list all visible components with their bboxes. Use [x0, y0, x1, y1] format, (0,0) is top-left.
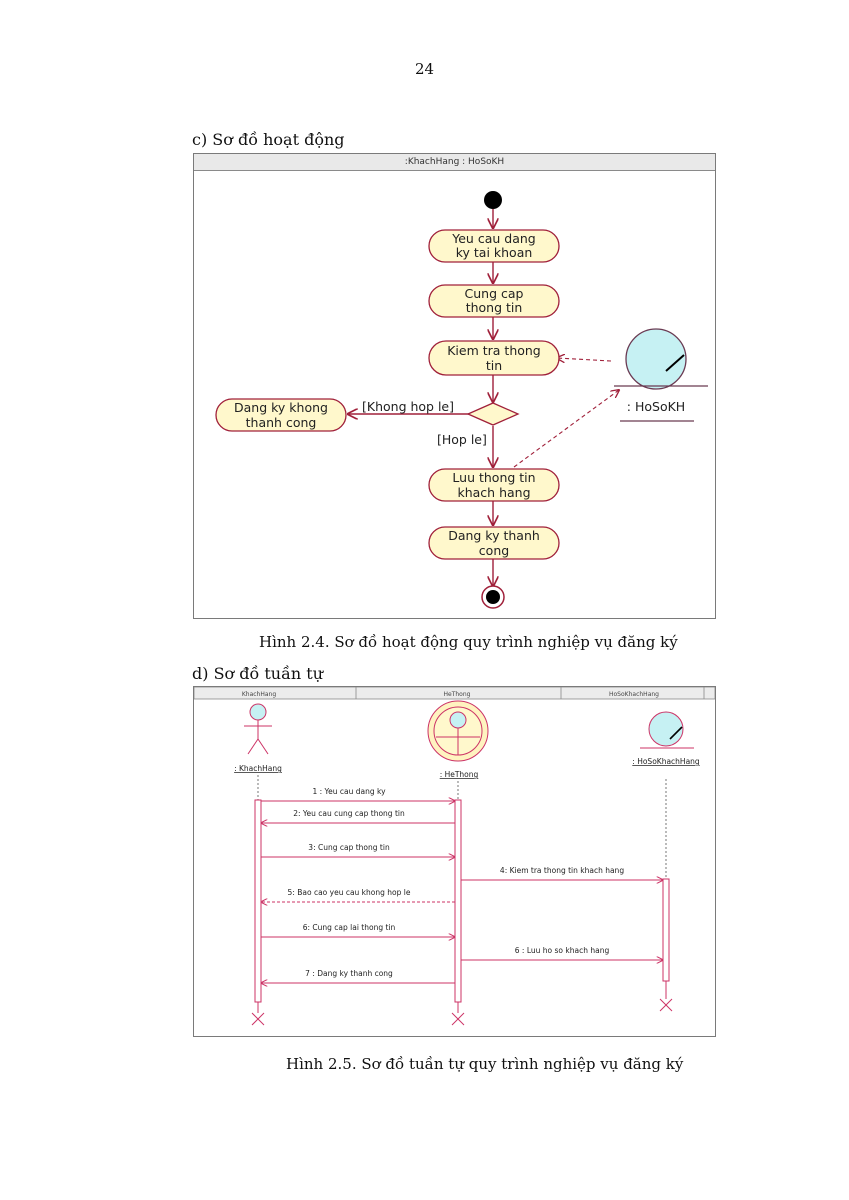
header-column-khachhang: KhachHang — [242, 691, 277, 698]
guard-invalid: [Khong hop le] — [362, 399, 454, 414]
sequence-diagram: KhachHang HeThong HoSoKhachHang : KhachH… — [193, 686, 716, 1037]
action-label-line2: tin — [486, 358, 502, 373]
action-label-line1: Yeu cau dang — [451, 231, 535, 246]
activation-khachhang — [254, 799, 262, 1003]
section-c-heading: c) Sơ đồ hoạt động — [192, 130, 345, 149]
message-7-label: 7 : Dang ky thanh cong — [305, 969, 393, 978]
entity-object-hosokh: : HoSoKH — [614, 328, 708, 422]
message-3-label: 3: Cung cap thong tin — [308, 843, 390, 852]
activation-hosokhachhang — [662, 878, 670, 982]
message-1-label: 1 : Yeu cau dang ky — [312, 787, 386, 796]
action-label-line2: khach hang — [457, 485, 530, 500]
control-label: : HeThong — [440, 770, 479, 779]
header-column-hethong: HeThong — [444, 691, 471, 698]
page-number: 24 — [414, 60, 435, 78]
action-request-account: Yeu cau dang ky tai khoan — [428, 229, 560, 263]
action-label-line2: thong tin — [466, 300, 523, 315]
object-flow-to-check — [557, 358, 612, 361]
section-d-heading: d) Sơ đồ tuần tự — [192, 664, 324, 683]
action-label-line1: Kiem tra thong — [447, 343, 541, 358]
message-5-label: 5: Bao cao yeu cau khong hop le — [288, 888, 411, 897]
message-4-label: 4: Kiem tra thong tin khach hang — [500, 866, 624, 875]
entity-hosokhachhang: : HoSoKhachHang — [632, 711, 700, 766]
action-label-line2: thanh cong — [246, 415, 317, 430]
activity-diagram: :KhachHang : HoSoKH Yeu cau — [193, 153, 716, 619]
activity-diagram-canvas: Yeu cau dang ky tai khoan Cung cap thong… — [215, 191, 708, 609]
action-label-line1: Dang ky khong — [234, 400, 328, 415]
header-column-hosokhachhang: HoSoKhachHang — [609, 691, 659, 698]
action-register-success: Dang ky thanh cong — [428, 526, 560, 560]
action-register-failed: Dang ky khong thanh cong — [215, 398, 347, 432]
activity-diagram-title-bar: :KhachHang : HoSoKH — [194, 154, 715, 171]
activation-hethong — [454, 799, 462, 1003]
sequence-header — [194, 687, 715, 700]
actor-khachhang: : KhachHang — [234, 703, 282, 773]
message-6-label: 6: Cung cap lai thong tin — [303, 923, 396, 932]
entity-label: : HoSoKhachHang — [632, 757, 700, 766]
action-label-line2: ky tai khoan — [456, 245, 533, 260]
object-flow-from-save — [513, 390, 619, 468]
control-object-hethong: : HeThong — [427, 700, 489, 779]
action-label-line2: cong — [479, 543, 509, 558]
sequence-diagram-canvas: KhachHang HeThong HoSoKhachHang : KhachH… — [194, 687, 715, 1026]
action-save-customer-info: Luu thong tin khach hang — [428, 468, 560, 502]
decision-node — [466, 402, 520, 426]
entity-icon — [625, 328, 687, 390]
actor-label: : KhachHang — [234, 764, 282, 773]
final-node — [481, 585, 505, 609]
action-provide-info: Cung cap thong tin — [428, 284, 560, 318]
guard-valid: [Hop le] — [437, 432, 487, 447]
figure-caption-2-5: Hình 2.5. Sơ đồ tuần tự quy trình nghiệp… — [286, 1055, 684, 1073]
action-label-line1: Dang ky thanh — [448, 528, 540, 543]
message-6b-label: 6 : Luu ho so khach hang — [515, 946, 610, 955]
initial-node — [484, 191, 502, 209]
action-label-line1: Cung cap — [465, 286, 524, 301]
message-2-label: 2: Yeu cau cung cap thong tin — [293, 809, 405, 818]
figure-caption-2-4: Hình 2.4. Sơ đồ hoạt động quy trình nghi… — [259, 633, 678, 651]
entity-object-label: : HoSoKH — [627, 399, 685, 414]
action-label-line1: Luu thong tin — [452, 470, 535, 485]
action-check-info: Kiem tra thong tin — [428, 340, 560, 376]
